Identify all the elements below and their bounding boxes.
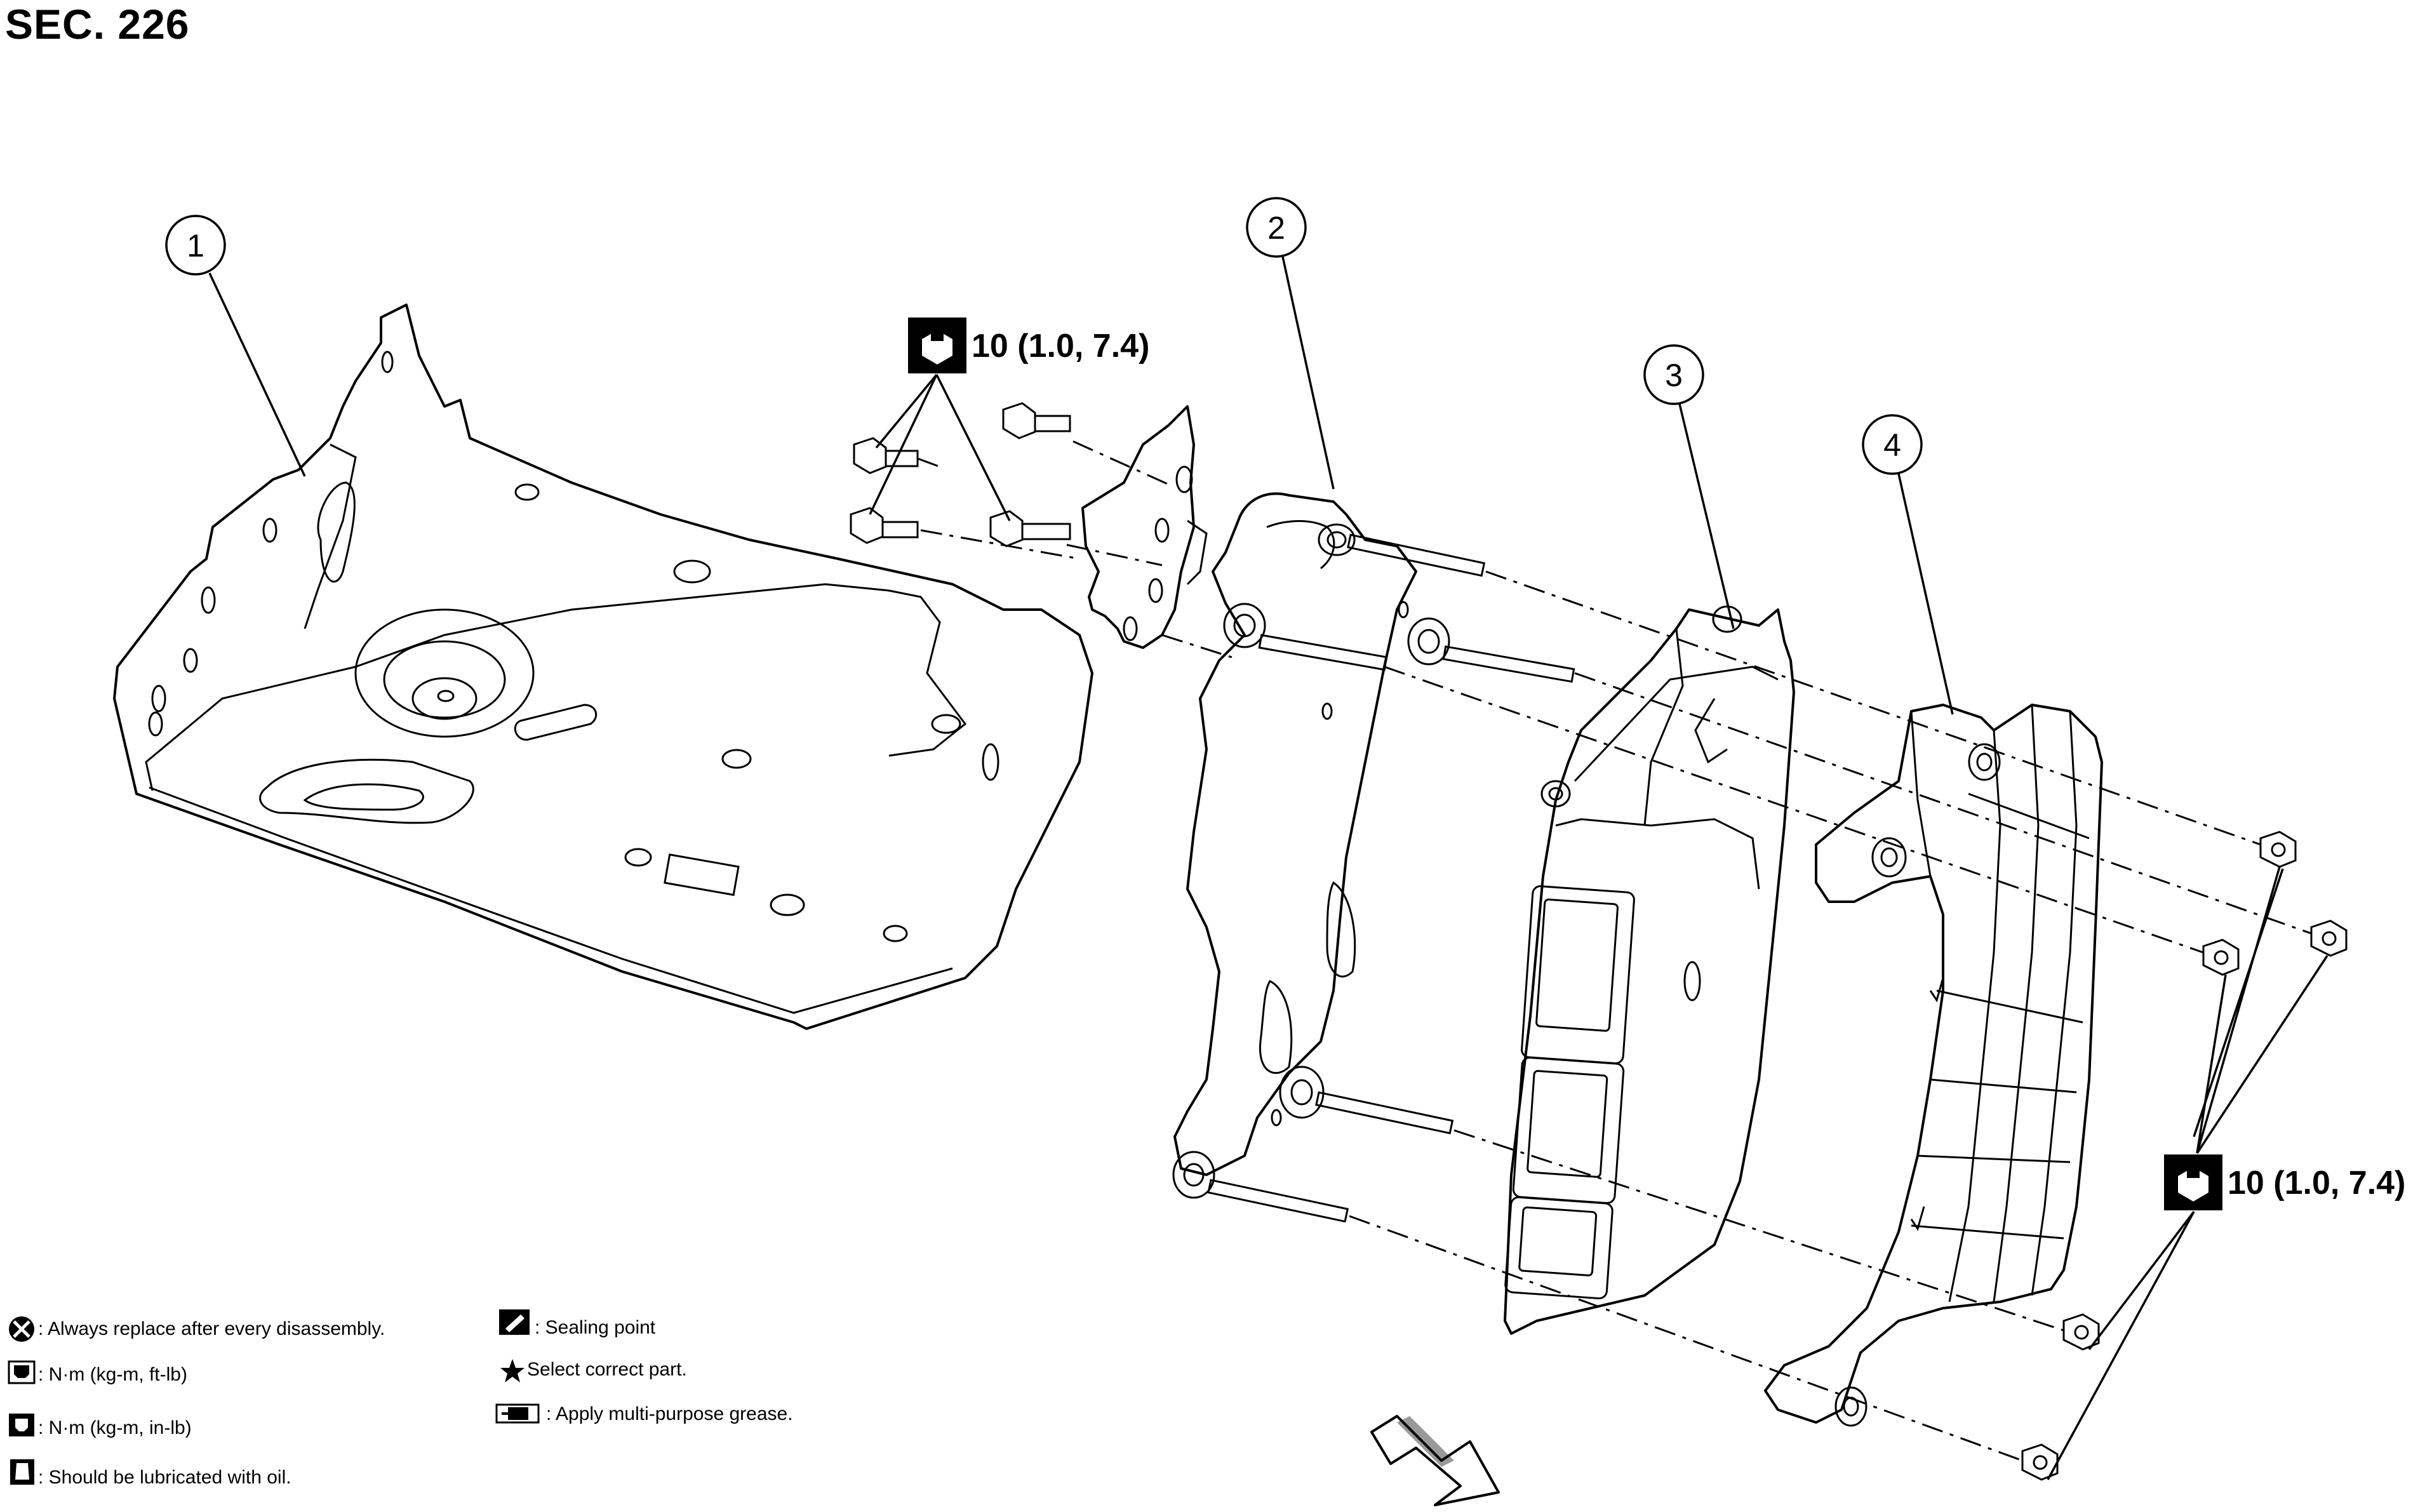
stud-upper-3 xyxy=(1442,645,1575,683)
bolt-1 xyxy=(853,437,919,474)
part-2-ecm-bracket xyxy=(1172,492,1575,1223)
callout-2: 2 xyxy=(1246,197,1335,490)
torque-spec-top: 10 (1.0, 7.4) xyxy=(869,318,1149,521)
stud-lower-1 xyxy=(1315,1091,1454,1135)
svg-text:3: 3 xyxy=(1665,358,1683,393)
upper-mount-bracket xyxy=(1081,405,1208,649)
svg-text:4: 4 xyxy=(1883,427,1901,463)
callout-1: 1 xyxy=(165,215,306,477)
torque-spec-bottom: 10 (1.0, 7.4) xyxy=(2047,866,2405,1480)
legend-icons xyxy=(8,1309,540,1485)
grease-icon xyxy=(495,1403,540,1424)
ecm-connector-1 xyxy=(1521,885,1635,1064)
wrench-socket-icon xyxy=(922,327,952,365)
svg-text:10 (1.0, 7.4): 10 (1.0, 7.4) xyxy=(972,328,1149,365)
star-icon xyxy=(500,1359,524,1382)
nut-2 xyxy=(2202,939,2240,976)
bolts-top-cluster xyxy=(850,402,1071,547)
part-4-cover xyxy=(1764,704,2103,1427)
legend-nm-ftlb: : N·m (kg-m, ft-lb) xyxy=(38,1364,187,1385)
svg-text:1: 1 xyxy=(187,228,204,264)
stud-lower-2 xyxy=(1207,1179,1349,1223)
section-title: SEC. 226 xyxy=(5,1,190,48)
nut-4 xyxy=(2062,1313,2100,1351)
legend-sealing-point: : Sealing point xyxy=(535,1317,656,1338)
legend-lubricate-oil: : Should be lubricated with oil. xyxy=(38,1467,291,1488)
stud-upper-1 xyxy=(1347,533,1486,577)
bolt-2 xyxy=(850,507,919,544)
torque-ftlb-icon xyxy=(8,1360,36,1384)
alignment-lines xyxy=(917,440,2312,1462)
front-arrow-icon xyxy=(1370,1415,1500,1506)
stud-upper-2 xyxy=(1258,634,1388,671)
svg-text:10 (1.0, 7.4): 10 (1.0, 7.4) xyxy=(2228,1165,2405,1201)
oil-can-icon xyxy=(10,1459,34,1485)
wrench-socket-icon xyxy=(2178,1164,2208,1201)
nut-3 xyxy=(2310,920,2348,957)
ecm-connector-3 xyxy=(1504,1196,1614,1300)
bolt-3 xyxy=(1002,402,1071,439)
part-1-bracket xyxy=(113,304,1093,1030)
bolt-4 xyxy=(989,510,1071,547)
always-replace-icon xyxy=(9,1316,34,1342)
callout-3: 3 xyxy=(1643,344,1735,629)
legend-select-part: Select correct part. xyxy=(527,1359,687,1380)
legend-grease: : Apply multi-purpose grease. xyxy=(546,1403,793,1424)
legend-always-replace: : Always replace after every disassembly… xyxy=(38,1318,385,1339)
svg-text:2: 2 xyxy=(1267,210,1285,246)
sealing-point-icon xyxy=(499,1309,530,1335)
callout-4: 4 xyxy=(1862,414,1954,715)
part-3-ecm xyxy=(1504,605,1795,1335)
legend-nm-inlb: : N·m (kg-m, in-lb) xyxy=(38,1417,192,1438)
nut-5 xyxy=(2021,1443,2059,1481)
ecm-connector-2 xyxy=(1512,1056,1625,1205)
nut-1 xyxy=(2259,831,2297,868)
torque-inlb-icon xyxy=(9,1414,34,1436)
